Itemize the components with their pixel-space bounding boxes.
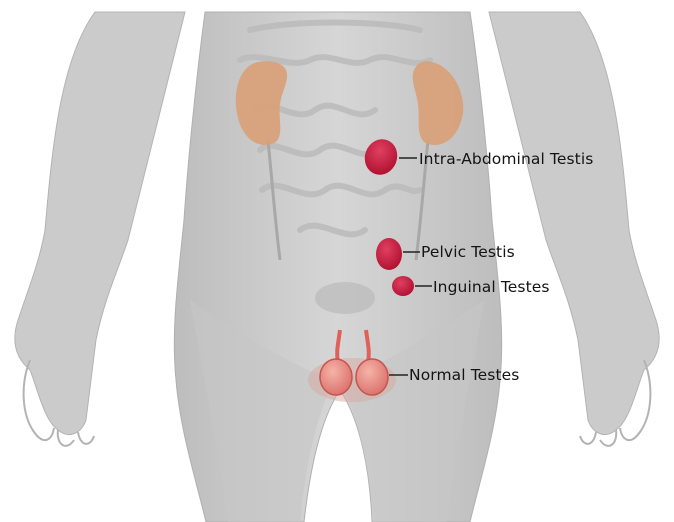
normal-left-testis: [320, 359, 352, 395]
inguinal-testis: [392, 276, 414, 296]
normal-testes-label: Normal Testes: [409, 366, 519, 384]
intra-abdominal-testis-label: Intra-Abdominal Testis: [419, 150, 593, 168]
bladder: [315, 282, 375, 314]
inguinal-testes-label: Inguinal Testes: [433, 278, 550, 296]
pelvic-testis-label: Pelvic Testis: [421, 243, 515, 261]
pelvic-testis: [376, 238, 402, 270]
left-arm: [15, 12, 185, 435]
normal-right-testis: [356, 359, 388, 395]
